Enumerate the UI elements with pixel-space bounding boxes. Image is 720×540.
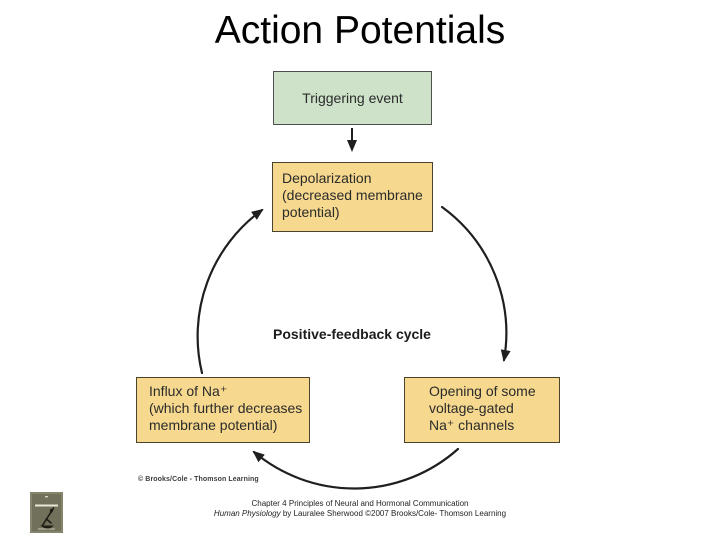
opening-box: Opening of some voltage-gated Na⁺ channe… — [404, 377, 560, 443]
influx-line: (which further decreases — [149, 400, 303, 416]
page-title: Action Potentials — [214, 9, 506, 52]
trigger-box: Triggering event — [273, 71, 432, 125]
citation-book-title: Human Physiology — [213, 508, 281, 518]
citation: Chapter 4 Principles of Neural and Hormo… — [0, 499, 720, 518]
influx-line: Influx of Na⁺ — [149, 383, 228, 399]
depolarization-line: potential) — [282, 204, 340, 220]
cycle-label: Positive-feedback cycle — [273, 326, 431, 342]
citation-line2-rest: by Lauralee Sherwood ©2007 Brooks/Cole- … — [280, 508, 507, 518]
citation-line1: Chapter 4 Principles of Neural and Hormo… — [251, 499, 469, 508]
depolarization-line: (decreased membrane — [282, 187, 423, 203]
sower-figure-icon — [41, 507, 55, 527]
opening-line: voltage-gated — [429, 400, 514, 416]
influx-box: Influx of Na⁺ (which further decreases m… — [136, 377, 310, 443]
opening-line: Opening of some — [429, 383, 536, 399]
publisher-logo — [30, 492, 63, 533]
depolarization-box: Depolarization (decreased membrane poten… — [272, 162, 433, 232]
citation-line2: Human Physiology by Lauralee Sherwood ©2… — [0, 509, 720, 519]
cycle-arc-bottom — [252, 447, 460, 490]
influx-line: membrane potential) — [149, 417, 278, 433]
trigger-box-label: Triggering event — [302, 89, 403, 106]
cycle-arc-left — [196, 208, 264, 375]
depolarization-line: Depolarization — [282, 170, 372, 186]
figure-copyright: © Brooks/Cole - Thomson Learning — [138, 476, 259, 483]
opening-line: Na⁺ channels — [429, 417, 515, 433]
